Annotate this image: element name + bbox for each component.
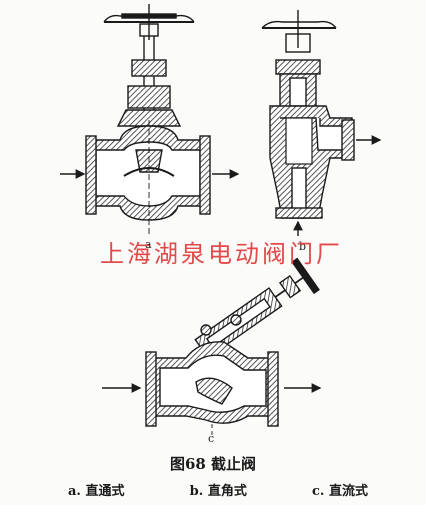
sub-label-c: c — [208, 432, 215, 445]
valve-c-drawing — [102, 257, 322, 436]
watermark-text: 上海湖泉电动阀门厂 — [100, 240, 343, 268]
subcaption-row: a. 直通式 b. 直角式 c. 直流式 — [68, 480, 368, 499]
sub-label-a: a — [145, 238, 152, 251]
sub-label-b: b — [299, 240, 307, 253]
valve-a-drawing — [60, 4, 240, 234]
valve-b-drawing — [261, 10, 382, 236]
subcaption-b: b. 直角式 — [189, 484, 247, 499]
subcaption-c: c. 直流式 — [312, 484, 368, 499]
subcaption-a: a. 直通式 — [68, 484, 125, 499]
figure-caption: 图68 截止阀 — [169, 455, 257, 473]
